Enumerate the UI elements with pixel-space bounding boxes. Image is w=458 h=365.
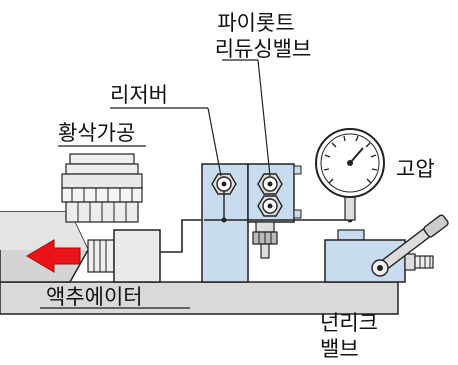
label-reducer: 리저버: [110, 83, 168, 107]
pressure-gauge-icon: [315, 128, 385, 221]
hydraulic-line-left: [160, 219, 204, 253]
actuator-nut: [87, 239, 115, 273]
pilot-screw-lower-icon: [257, 195, 283, 217]
lever-handle-icon: [371, 214, 449, 277]
label-actuator: 액추에이터: [46, 285, 143, 309]
red-arrow: [26, 239, 81, 273]
pilot-screw-icon: [257, 173, 283, 195]
workpiece: [61, 153, 143, 223]
label-nonleak-1: 넌리크: [320, 311, 378, 335]
label-pilot-valve-1: 파이롯트: [217, 11, 294, 35]
label-pilot-valve-2: 리듀싱밸브: [215, 37, 312, 61]
label-high-pressure: 고압: [396, 157, 435, 181]
label-workpiece: 황삭가공: [58, 121, 135, 145]
actuator-port: [113, 229, 161, 283]
pilot-cartridge: [252, 221, 278, 259]
base-plate: [0, 281, 399, 315]
reducer-screw-icon: [211, 173, 237, 195]
label-nonleak-2: 밸브: [320, 337, 359, 361]
